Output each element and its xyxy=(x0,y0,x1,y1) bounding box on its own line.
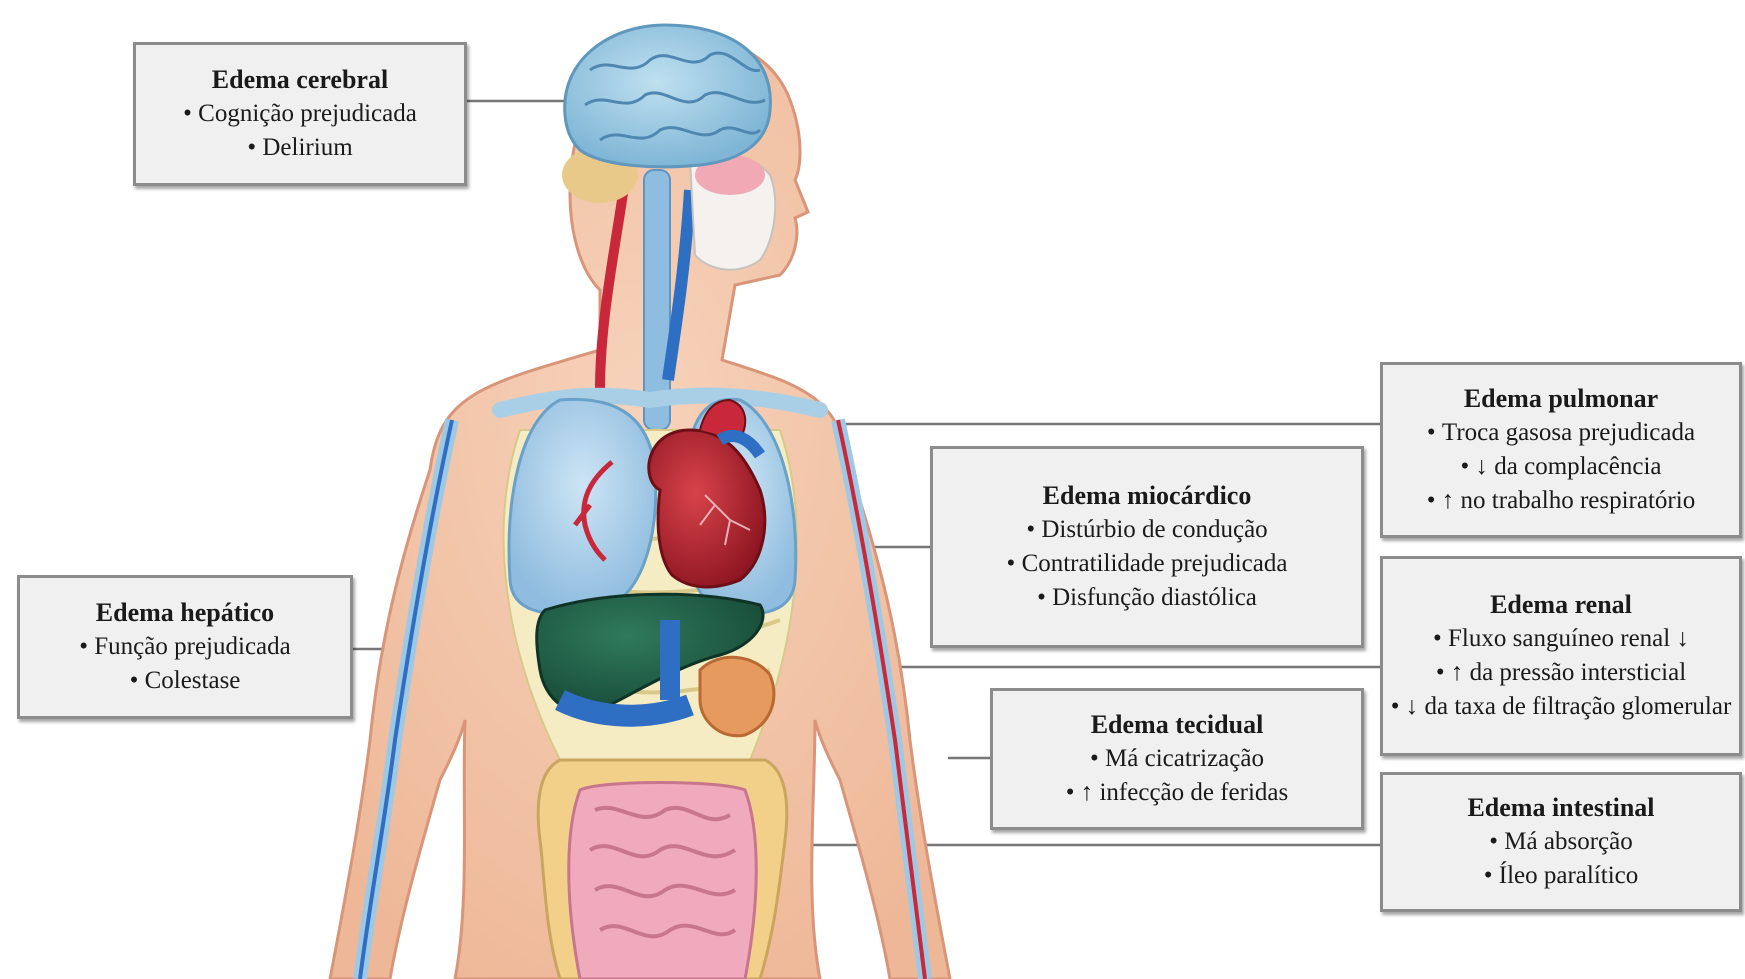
small-intestine xyxy=(569,783,757,979)
callout-item: ↑ no trabalho respiratório xyxy=(1427,484,1695,518)
callout-item: Fluxo sanguíneo renal ↓ xyxy=(1433,622,1689,656)
callout-item: Contratilidade prejudicada xyxy=(1007,547,1288,581)
callout-item: Disfunção diastólica xyxy=(1037,581,1257,615)
callout-title: Edema intestinal xyxy=(1467,791,1654,825)
callout-edema-hepatico: Edema hepático Função prejudicada Colest… xyxy=(17,575,353,719)
callout-item: ↓ da taxa de filtração glomerular xyxy=(1391,690,1732,724)
callout-title: Edema cerebral xyxy=(212,63,388,97)
callout-title: Edema tecidual xyxy=(1091,708,1264,742)
callout-item: Delirium xyxy=(247,131,352,165)
callout-title: Edema renal xyxy=(1490,588,1632,622)
callout-item: Má cicatrização xyxy=(1090,742,1264,776)
brain xyxy=(565,25,771,167)
callout-item: ↑ infecção de feridas xyxy=(1066,776,1289,810)
callout-edema-intestinal: Edema intestinal Má absorção Íleo paralí… xyxy=(1380,772,1742,912)
callout-item: Cognição prejudicada xyxy=(183,97,417,131)
callout-item: Função prejudicada xyxy=(79,630,290,664)
callout-item: Troca gasosa prejudicada xyxy=(1427,416,1695,450)
callout-edema-cerebral: Edema cerebral Cognição prejudicada Deli… xyxy=(133,42,467,186)
callout-title: Edema hepático xyxy=(96,596,274,630)
callout-item: Distúrbio de condução xyxy=(1026,513,1267,547)
callout-item: Colestase xyxy=(130,664,241,698)
callout-edema-renal: Edema renal Fluxo sanguíneo renal ↓ ↑ da… xyxy=(1380,556,1742,756)
callout-title: Edema miocárdico xyxy=(1043,479,1252,513)
callout-item: ↑ da pressão intersticial xyxy=(1436,656,1686,690)
callout-item: ↓ da complacência xyxy=(1460,450,1661,484)
callout-item: Má absorção xyxy=(1489,825,1632,859)
callout-title: Edema pulmonar xyxy=(1464,382,1658,416)
callout-edema-miocardico: Edema miocárdico Distúrbio de condução C… xyxy=(930,446,1364,648)
callout-edema-tecidual: Edema tecidual Má cicatrização ↑ infecçã… xyxy=(990,688,1364,830)
callout-edema-pulmonar: Edema pulmonar Troca gasosa prejudicada … xyxy=(1380,362,1742,538)
callout-item: Íleo paralítico xyxy=(1484,859,1639,893)
